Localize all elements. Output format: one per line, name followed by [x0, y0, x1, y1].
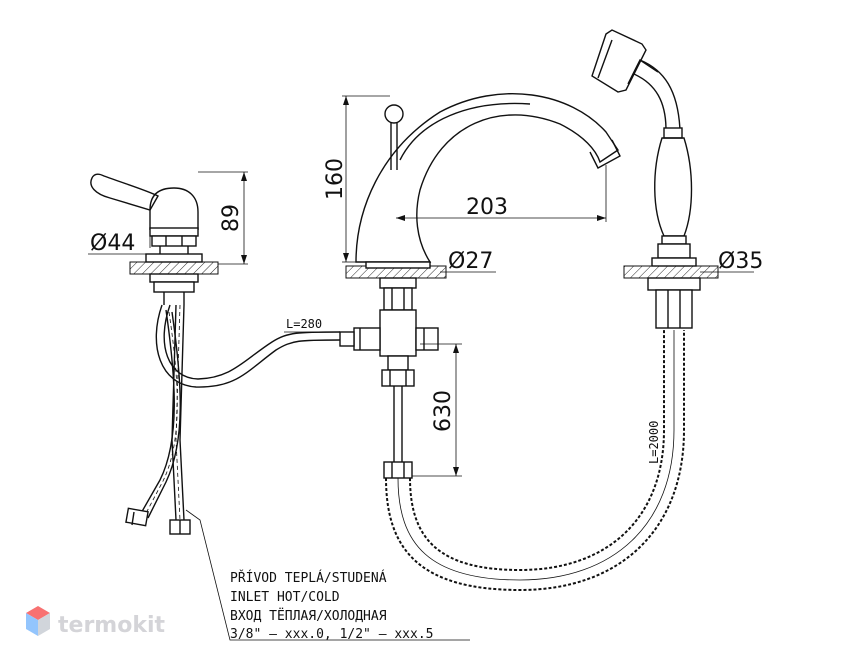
- deck-hatch-left: [129, 261, 219, 275]
- note-line-2: INLET HOT/COLD: [230, 590, 340, 605]
- note-line-1: PŘÍVOD TEPLÁ/STUDENÁ: [230, 570, 387, 586]
- logo-cube-icon: [26, 606, 50, 636]
- drop-height-label: 630: [431, 390, 456, 432]
- spout: [284, 93, 621, 479]
- shower-hose: [385, 330, 685, 592]
- valve-dome: [149, 187, 199, 230]
- shower-diameter-label: Ø35: [718, 249, 763, 274]
- lever-height-label: 89: [219, 204, 244, 232]
- lever-valve: [88, 171, 248, 305]
- brand-name: termokit: [58, 613, 165, 638]
- inlet-hoses: [125, 304, 470, 641]
- spout-reach-label: 203: [466, 195, 508, 220]
- lever-handle: [90, 173, 159, 211]
- shower-hose-length-label: L=2000: [647, 421, 661, 464]
- hose-connector-length-label: L=280: [286, 317, 322, 331]
- note-line-3: ВХОД ТЁПЛАЯ/ХОЛОДНАЯ: [230, 608, 387, 624]
- shower-handle: [654, 137, 693, 237]
- lever-diameter-label: Ø44: [90, 231, 135, 256]
- spout-body: [355, 93, 619, 263]
- spout-diameter-label: Ø27: [448, 249, 493, 274]
- spout-height-label: 160: [323, 158, 348, 200]
- note-line-4: 3/8" – xxx.0, 1/2" – xxx.5: [230, 627, 434, 642]
- termokit-logo: termokit: [26, 606, 165, 638]
- hand-shower: [591, 29, 754, 329]
